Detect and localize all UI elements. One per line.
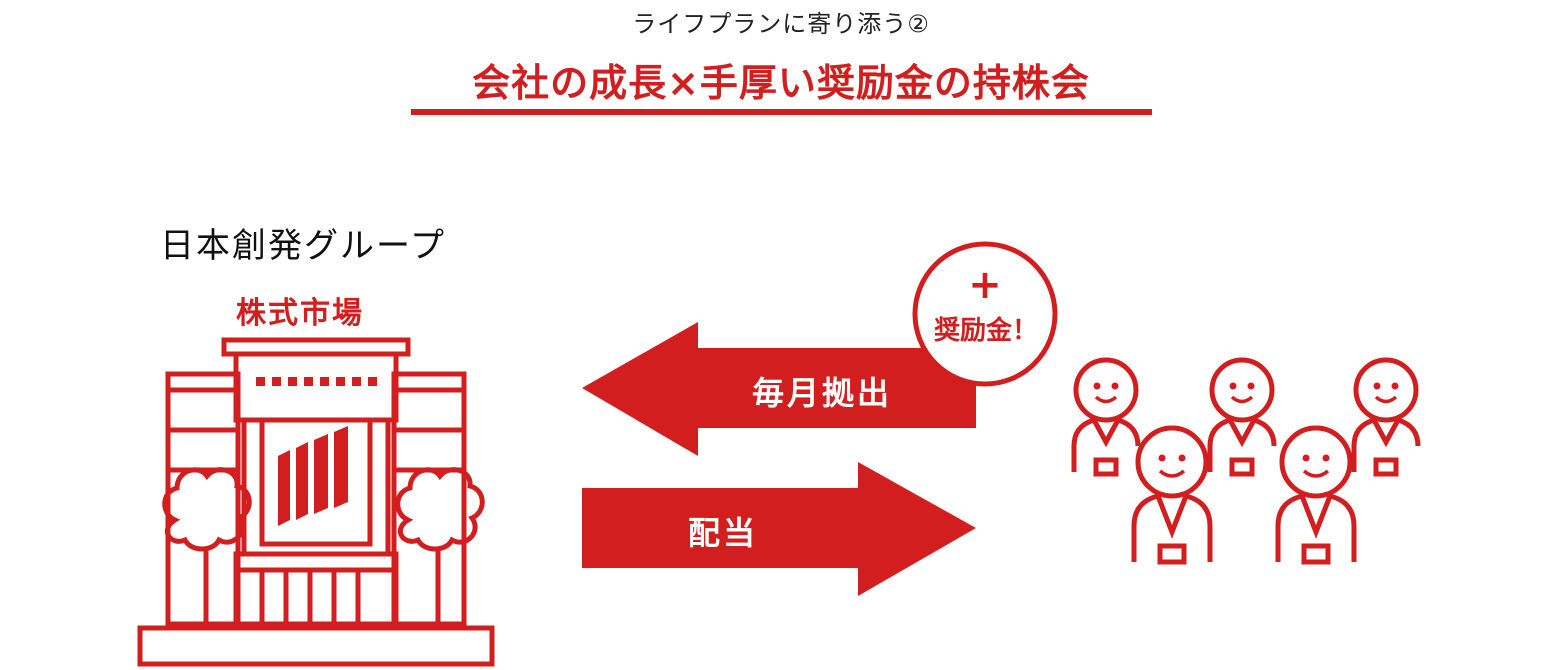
dividend-arrow [582,462,976,596]
employee-faces [1093,382,1399,462]
bonus-plus-sign: + [968,262,1002,308]
dividend-label: 配当 [688,514,759,552]
monthly-contribution-label: 毎月拠出 [752,374,893,412]
company-logo-icon [278,426,348,526]
title-underline [411,109,1152,115]
stock-market-label: 株式市場 [236,296,364,331]
company-building-icon [137,337,495,667]
company-name: 日本創発グループ [160,226,446,266]
employee-smiles [1094,395,1398,478]
building-windows [256,377,377,386]
diagram-subtitle: ライフプランに寄り添う② [632,10,930,38]
bonus-badge [912,241,1058,387]
monthly-contribution-arrow [582,322,976,456]
bonus-label: 奨励金！ [933,316,1038,346]
diagram-title: 会社の成長×手厚い奨励金の持株会 [472,61,1090,105]
employees-group-icon [1071,357,1421,565]
